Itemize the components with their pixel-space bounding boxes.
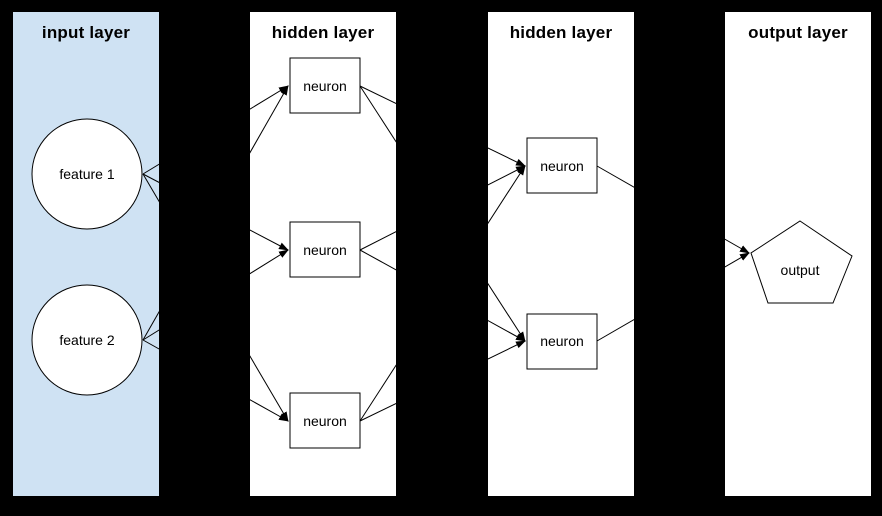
node-label: neuron [540,158,584,174]
node-label: neuron [540,333,584,349]
connection-lines [142,85,750,422]
panel-hidden-layer-2: hidden layer [488,12,634,496]
panel-output-layer: output layer [725,12,871,496]
node-label: feature 2 [59,332,115,348]
node-label: neuron [303,78,347,94]
node-label: neuron [303,242,347,258]
hidden-layer-1-title: hidden layer [271,23,375,42]
output-layer-title: output layer [748,23,848,42]
input-layer-title: input layer [41,23,131,42]
node-label: feature 1 [59,166,115,182]
node-label: neuron [303,413,347,429]
panel-input-layer: input layer [13,12,159,496]
hidden-layer-2-title: hidden layer [509,23,613,42]
node-label: output [780,262,820,278]
